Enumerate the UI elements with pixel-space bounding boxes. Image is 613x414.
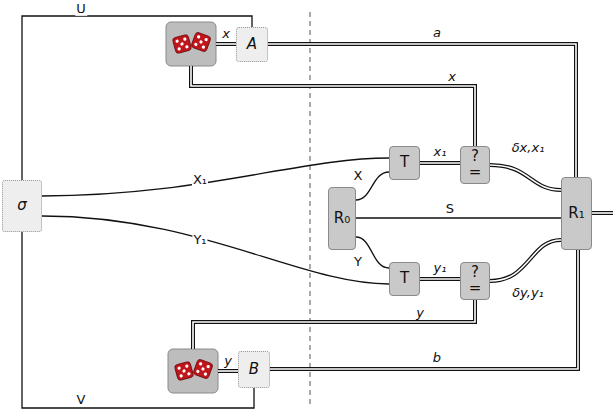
- separator-line: [310, 12, 311, 404]
- classical-wire: [420, 279, 460, 280]
- party-box: A: [236, 27, 268, 62]
- node-text: T: [400, 155, 409, 171]
- wire-label: X: [353, 169, 364, 183]
- quantum-wire: [22, 16, 252, 180]
- node-text: T: [400, 271, 409, 287]
- reduction-box: R₁: [561, 177, 592, 250]
- dice-box: [166, 22, 216, 66]
- node-text: ? =: [469, 265, 482, 297]
- compare-box: ? =: [460, 262, 490, 300]
- signal-label: x: [447, 70, 457, 84]
- wire-label: X₁: [192, 173, 208, 187]
- test-box: T: [389, 146, 420, 180]
- wire-label: y₁: [433, 261, 448, 275]
- signal-label: y: [415, 306, 425, 320]
- wire-label: δx,x₁: [511, 141, 546, 155]
- node-text: σ: [17, 198, 27, 214]
- wire-label: Y₁: [192, 233, 207, 247]
- wire-label: V: [76, 393, 87, 407]
- classical-wire: [268, 44, 576, 177]
- node-text: ? =: [469, 149, 482, 181]
- node-text: R₀: [334, 211, 350, 227]
- signal-label: y: [223, 354, 233, 368]
- node-text: B: [249, 362, 259, 378]
- wire-label: b: [432, 351, 442, 365]
- node-text: R₁: [568, 206, 584, 222]
- classical-wire: [490, 240, 561, 281]
- wire-label: δy,y₁: [511, 286, 545, 300]
- classical-wire: [270, 250, 578, 369]
- classical-wire: [420, 163, 460, 164]
- signal-label: x: [221, 27, 231, 41]
- quantum-wire: [22, 232, 254, 408]
- wire-label: x₁: [433, 145, 448, 159]
- party-box: B: [238, 351, 270, 388]
- wire-label: Y: [353, 255, 363, 269]
- wire-label: U: [75, 2, 87, 16]
- classical-wire: [490, 165, 561, 190]
- compare-box: ? =: [460, 146, 490, 184]
- node-text: A: [247, 37, 257, 53]
- reduction-box: R₀: [328, 187, 356, 250]
- source-box: σ: [2, 180, 42, 232]
- test-box: T: [389, 262, 420, 296]
- wire-label: a: [432, 26, 442, 40]
- classical-wire: [191, 44, 613, 371]
- wire-label: S: [445, 202, 455, 216]
- quantum-wire: [356, 218, 561, 219]
- dice-box: [168, 349, 218, 393]
